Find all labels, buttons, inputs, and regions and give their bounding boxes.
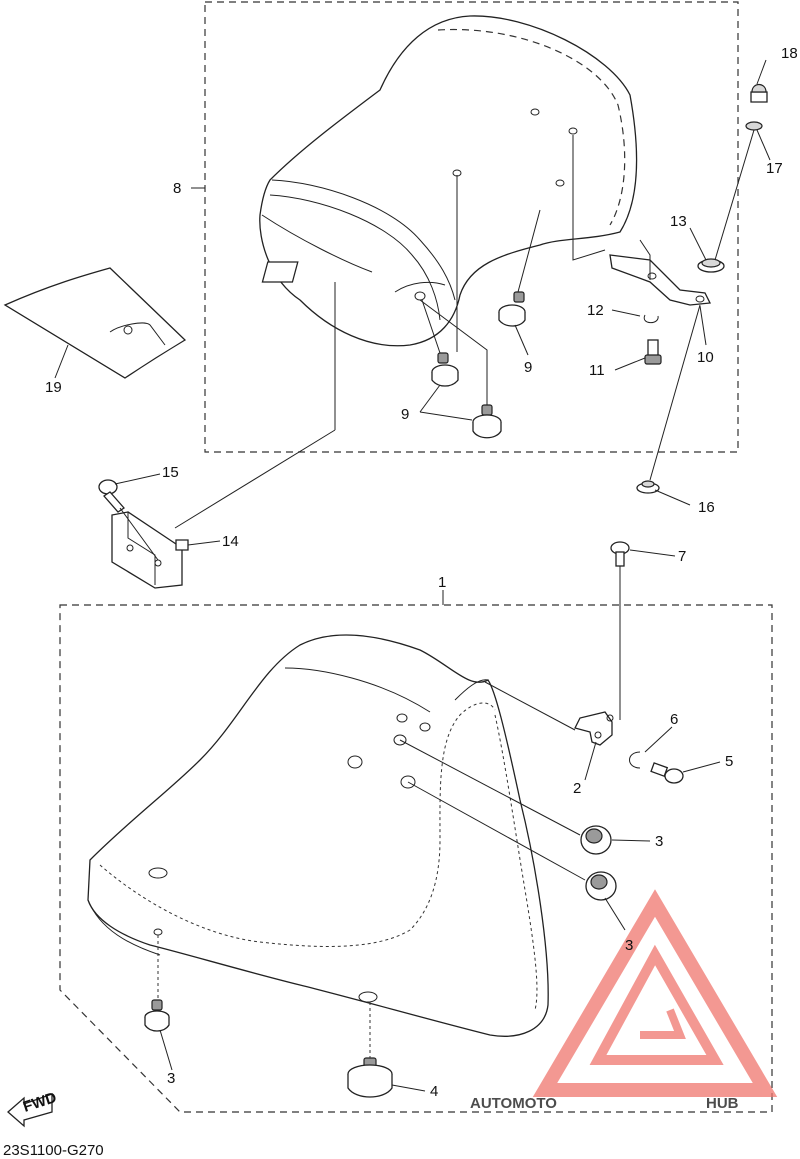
- callout-15: 15: [162, 464, 179, 481]
- main-seat-assembly: [59, 541, 773, 1113]
- callout-4: 4: [430, 1083, 438, 1100]
- bracket-10[interactable]: [609, 254, 712, 306]
- leader-lines: [54, 59, 771, 1092]
- bracket-14[interactable]: [111, 511, 189, 589]
- callout-11: 11: [589, 362, 605, 379]
- bolt-7[interactable]: [610, 541, 630, 567]
- fwd-arrow: FWD: [7, 1089, 59, 1128]
- damper-3-b[interactable]: [585, 871, 617, 901]
- callout-6: 6: [670, 711, 678, 728]
- seat-cover-19[interactable]: [3, 267, 187, 379]
- callout-17: 17: [766, 160, 783, 177]
- watermark-text-auto: AUTOMOTO: [470, 1095, 557, 1112]
- callout-16: 16: [698, 499, 715, 516]
- clip-12[interactable]: [643, 314, 659, 324]
- damper-3-c[interactable]: [144, 999, 170, 1032]
- damper-9-b[interactable]: [431, 352, 459, 387]
- clip-6[interactable]: [629, 751, 641, 769]
- watermark-text-hub: HUB: [706, 1095, 739, 1112]
- callout-10: 10: [697, 349, 714, 366]
- bolt-11[interactable]: [644, 339, 662, 365]
- main-seat-body[interactable]: [87, 634, 549, 1037]
- bolt-15[interactable]: [98, 479, 125, 513]
- callout-8: 8: [173, 180, 181, 197]
- callouts: 1 2 3 3 3 4 5 6 7 8 9 9 10 11 12 13 14 1…: [45, 45, 798, 1100]
- grommet-13[interactable]: [697, 258, 725, 273]
- callout-1: 1: [438, 574, 446, 591]
- callout-5: 5: [725, 753, 733, 770]
- callout-2: 2: [573, 780, 581, 797]
- damper-9-a[interactable]: [498, 291, 526, 327]
- callout-12: 12: [587, 302, 604, 319]
- diagram-code: 23S1100-G270: [3, 1142, 104, 1159]
- watermark-logo: AUTOMOTO HUB: [470, 889, 778, 1112]
- callout-3a: 3: [655, 833, 663, 850]
- rear-seat-assembly: [174, 1, 768, 529]
- callout-9a: 9: [524, 359, 532, 376]
- nut-16[interactable]: [636, 480, 660, 494]
- damper-3-a[interactable]: [580, 825, 612, 855]
- bolt-5[interactable]: [650, 762, 684, 784]
- callout-3c: 3: [167, 1070, 175, 1087]
- cap-nut-18[interactable]: [750, 83, 768, 103]
- callout-18: 18: [781, 45, 798, 62]
- rear-seat-body[interactable]: [259, 15, 638, 347]
- callout-13: 13: [670, 213, 687, 230]
- washer-17[interactable]: [745, 121, 763, 131]
- damper-9-c[interactable]: [472, 404, 502, 439]
- bracket-2[interactable]: [574, 711, 613, 746]
- damper-4[interactable]: [347, 1057, 393, 1098]
- callout-3b: 3: [625, 937, 633, 954]
- callout-14: 14: [222, 533, 239, 550]
- callout-7: 7: [678, 548, 686, 565]
- callout-9b: 9: [401, 406, 409, 423]
- callout-19: 19: [45, 379, 62, 396]
